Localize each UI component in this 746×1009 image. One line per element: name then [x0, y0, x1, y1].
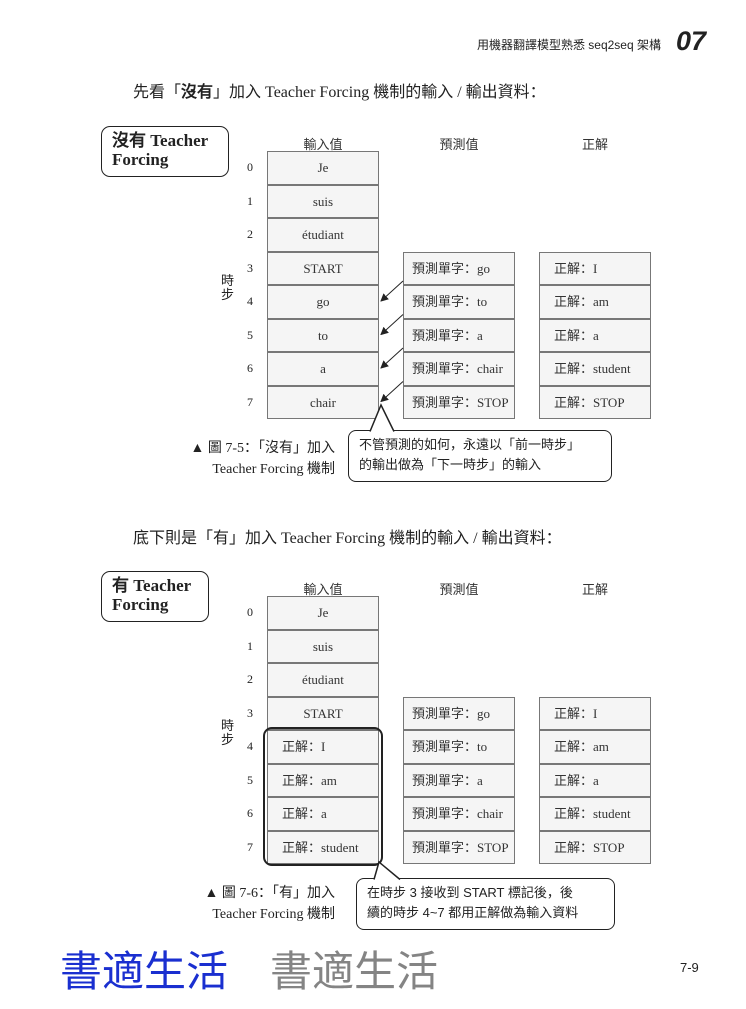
time-step-label: 7 [247, 839, 253, 854]
time-step-label: 4 [247, 739, 253, 753]
input-cell: suis [267, 184, 379, 218]
caption-line: ▲ 圖 7-6：「有」加入 [204, 886, 335, 901]
feedback-arrow [380, 314, 404, 336]
time-step-label: 5 [247, 327, 253, 342]
time-step-label: 0 [247, 160, 253, 174]
caption-line: Teacher Forcing 機制 [212, 462, 335, 477]
callout-box: 不管預測的如何，永遠以「前一時步」的輸出做為「下一時步」的輸入 [348, 430, 612, 482]
answer-cell: 正解：STOP [539, 830, 651, 864]
answer-cell: 正解：am [539, 285, 651, 319]
feedback-arrow [380, 280, 404, 302]
column-header: 正解 [581, 582, 608, 597]
callout-line: 不管預測的如何，永遠以「前一時步」 [359, 437, 581, 452]
time-step-label: 2 [247, 227, 253, 241]
page-number: 7-9 [680, 960, 699, 975]
answer-cell: 正解：student [539, 797, 651, 831]
input-cell: suis [267, 629, 379, 663]
figure-caption: ▲ 圖 7-5：「沒有」加入 Teacher Forcing 機制 [150, 438, 335, 480]
caption-line: ▲ 圖 7-5：「沒有」加入 [190, 441, 335, 456]
teacher-forcing-highlight [263, 727, 383, 866]
running-header: 用機器翻譯模型熟悉 seq2seq 架構 [476, 38, 661, 52]
watermark-gray: 書適生活 [270, 947, 439, 996]
column-header: 正解 [581, 137, 608, 152]
input-cell: to [267, 318, 379, 352]
prediction-cell: 預測單字：to [403, 285, 515, 319]
time-step-label: 1 [247, 638, 253, 653]
input-cell: START [267, 251, 379, 285]
column-header: 預測值 [439, 582, 479, 597]
label-line: Forcing [112, 150, 169, 169]
input-cell: 正解：a [267, 797, 379, 831]
figure-caption: ▲ 圖 7-6：「有」加入 Teacher Forcing 機制 [150, 883, 335, 925]
watermark-blue: 書適生活 [60, 947, 229, 996]
answer-cell: 正解：STOP [539, 385, 651, 419]
section1-intro: 先看「沒有」加入 Teacher Forcing 機制的輸入 / 輸出資料： [133, 78, 546, 102]
prediction-cell: 預測單字：go [403, 251, 515, 285]
callout-box: 在時步 3 接收到 START 標記後，後續的時步 4~7 都用正解做為輸入資料 [356, 878, 615, 930]
prediction-cell: 預測單字：a [403, 318, 515, 352]
input-cell: étudiant [267, 663, 379, 697]
input-cell: START [267, 696, 379, 730]
callout-line: 續的時步 4~7 都用正解做為輸入資料 [367, 905, 579, 920]
answer-cell: 正解：a [539, 763, 651, 797]
label-line: Forcing [112, 595, 169, 614]
intro-text: 先看「 [133, 84, 182, 101]
input-cell: 正解：am [267, 763, 379, 797]
time-step-axis-label: 時步 [221, 273, 235, 302]
section2-intro: 底下則是「有」加入 Teacher Forcing 機制的輸入 / 輸出資料： [133, 530, 562, 547]
caption-line: Teacher Forcing 機制 [212, 907, 335, 922]
feedback-arrow [380, 347, 404, 369]
column-header: 輸入值 [303, 137, 343, 152]
time-step-axis-label: 時步 [221, 718, 235, 747]
chapter-number: 07 [676, 26, 707, 56]
answer-cell: 正解：am [539, 730, 651, 764]
time-step-label: 3 [247, 705, 253, 720]
intro-bold: 沒有 [181, 84, 214, 101]
answer-cell: 正解：I [539, 696, 651, 730]
label-line: 沒有 Teacher [112, 131, 209, 150]
prediction-cell: 預測單字：STOP [403, 385, 515, 419]
time-step-label: 3 [247, 260, 253, 275]
time-step-label: 6 [247, 361, 253, 375]
answer-cell: 正解：a [539, 318, 651, 352]
answer-cell: 正解：student [539, 352, 651, 386]
input-cell: a [267, 352, 379, 386]
feedback-arrow [380, 381, 404, 403]
prediction-cell: 預測單字：a [403, 763, 515, 797]
time-step-label: 1 [247, 193, 253, 208]
answer-cell: 正解：I [539, 251, 651, 285]
time-step-label: 2 [247, 672, 253, 686]
callout-line: 的輸出做為「下一時步」的輸入 [359, 457, 542, 472]
time-step-label: 6 [247, 806, 253, 820]
input-cell: chair [267, 385, 379, 419]
input-cell: 正解：I [267, 730, 379, 764]
time-step-label: 4 [247, 294, 253, 308]
input-cell: Je [267, 151, 379, 185]
callout-line: 在時步 3 接收到 START 標記後，後 [367, 885, 573, 900]
prediction-cell: 預測單字：STOP [403, 830, 515, 864]
prediction-cell: 預測單字：to [403, 730, 515, 764]
column-header: 輸入值 [303, 582, 343, 597]
time-step-label: 5 [247, 772, 253, 787]
time-step-label: 0 [247, 605, 253, 619]
intro-text: 」加入 Teacher Forcing 機制的輸入 / 輸出資料： [213, 84, 546, 101]
prediction-cell: 預測單字：chair [403, 352, 515, 386]
input-cell: go [267, 285, 379, 319]
input-cell: 正解：student [267, 830, 379, 864]
input-cell: Je [267, 596, 379, 630]
input-cell: étudiant [267, 218, 379, 252]
time-step-label: 7 [247, 394, 253, 409]
prediction-cell: 預測單字：go [403, 696, 515, 730]
label-line: 有 Teacher [112, 576, 192, 595]
column-header: 預測值 [439, 137, 479, 152]
prediction-cell: 預測單字：chair [403, 797, 515, 831]
